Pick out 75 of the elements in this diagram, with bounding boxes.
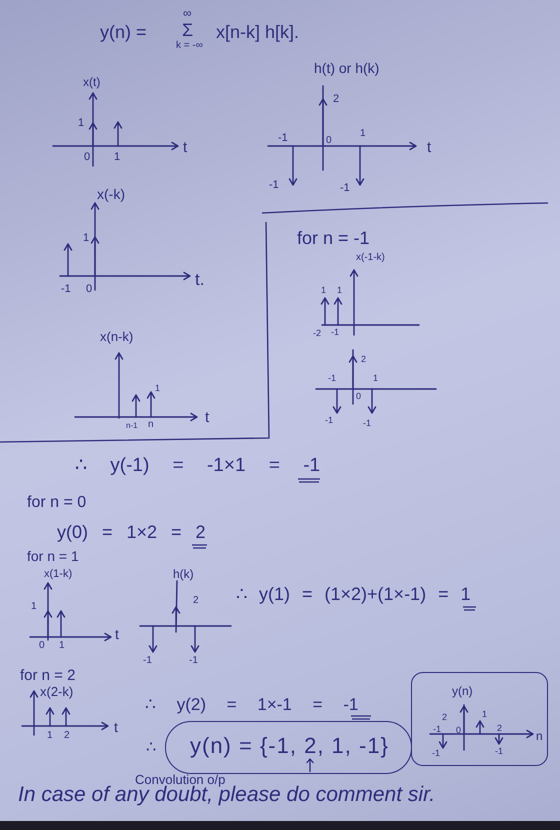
tick-label: -1 [143,656,152,666]
tick-label: -1 [328,374,336,383]
tick-label: 1 [114,152,120,163]
axis-label: t [183,140,188,155]
tick-label: -1 [363,419,372,428]
plot-title: x(t) [83,76,100,88]
axis-label: t. [195,271,204,288]
therefore-sign: ∴ [146,740,156,756]
axis-label: t [205,410,210,425]
tick-label: 0 [356,392,362,401]
result-equation: ∴ y(-1) = -1×1 = -1 [75,456,320,475]
tick-label: 0 [86,284,92,295]
plot-box [411,672,548,766]
tick-label: 1 [482,710,488,719]
note-text: In case of any doubt, please do comment sir. [18,784,436,805]
axis-label: t [114,720,118,734]
tick-label: 0 [326,136,332,146]
result-equation: y(0) = 1×2 = 2 [57,523,206,541]
tick-label: 1 [155,384,160,393]
plot-title: x(2-k) [40,685,74,698]
equation-text: x[n-k] h[k]. [216,23,300,41]
plot-title: x(-1-k) [356,253,385,263]
tick-label: 2 [497,724,502,733]
axis-label: t [427,140,432,155]
tick-label: -1 [432,749,440,758]
tick-label: 0 [39,641,45,651]
axis-label: t [115,627,119,641]
tick-label: -1 [325,416,334,425]
tick-label: -1 [340,183,350,194]
tick-label: 1 [360,129,366,139]
tick-label: -1 [331,328,340,337]
limit-text: ∞ [183,7,192,19]
plot-title: y(n) [452,685,473,697]
tick-label: 1 [373,374,378,383]
tick-label: 0 [456,726,462,735]
step-heading: for n = 1 [27,549,79,563]
tick-label: -1 [495,747,504,756]
tick-label: 2 [361,355,366,364]
tick-label: -2 [313,329,322,338]
limit-text: k = -∞ [176,41,203,51]
plot-title: x(-k) [97,187,125,201]
tick-label: 1 [321,286,326,295]
result-equation: ∴ y(1) = (1×2)+(1×-1) = 1 [236,585,471,603]
tick-label: 1 [31,602,37,612]
tick-label: -1 [269,180,279,191]
axis-label: n [536,730,543,742]
step-heading: for n = 0 [27,495,86,511]
tick-label: 1 [83,233,90,244]
plot-title: h(k) [173,568,194,580]
tick-label: 2 [64,731,70,741]
caption-text: Convolution o/p [135,773,226,786]
plot-title: x(n-k) [100,330,134,343]
rounded-outline [165,721,412,774]
tick-label: -1 [189,656,198,666]
tick-label: n [148,420,154,430]
equation-text: y(n) = {-1, 2, 1, -1} [190,735,389,757]
summation-sign: Σ [182,21,194,39]
plot-title: h(t) or h(k) [314,61,380,75]
tick-label: -1 [278,133,288,144]
tick-label: 1 [47,731,53,741]
tick-label: 2 [333,94,340,105]
tick-label: -1 [433,725,442,734]
tick-label: 1 [78,118,84,129]
tick-label: 1 [337,286,342,295]
tick-label: n-1 [126,422,138,430]
plot-title: x(1-k) [44,569,72,580]
tick-label: 2 [193,596,199,606]
tick-label: 2 [442,713,448,722]
tick-label: 1 [59,641,65,651]
step-heading: for n = -1 [297,229,370,247]
result-equation: ∴ y(2) = 1×-1 = -1 [145,696,358,713]
tick-label: 0 [84,152,90,163]
equation-text: y(n) = [100,23,147,41]
tick-label: -1 [61,284,71,295]
step-heading: for n = 2 [20,668,76,683]
